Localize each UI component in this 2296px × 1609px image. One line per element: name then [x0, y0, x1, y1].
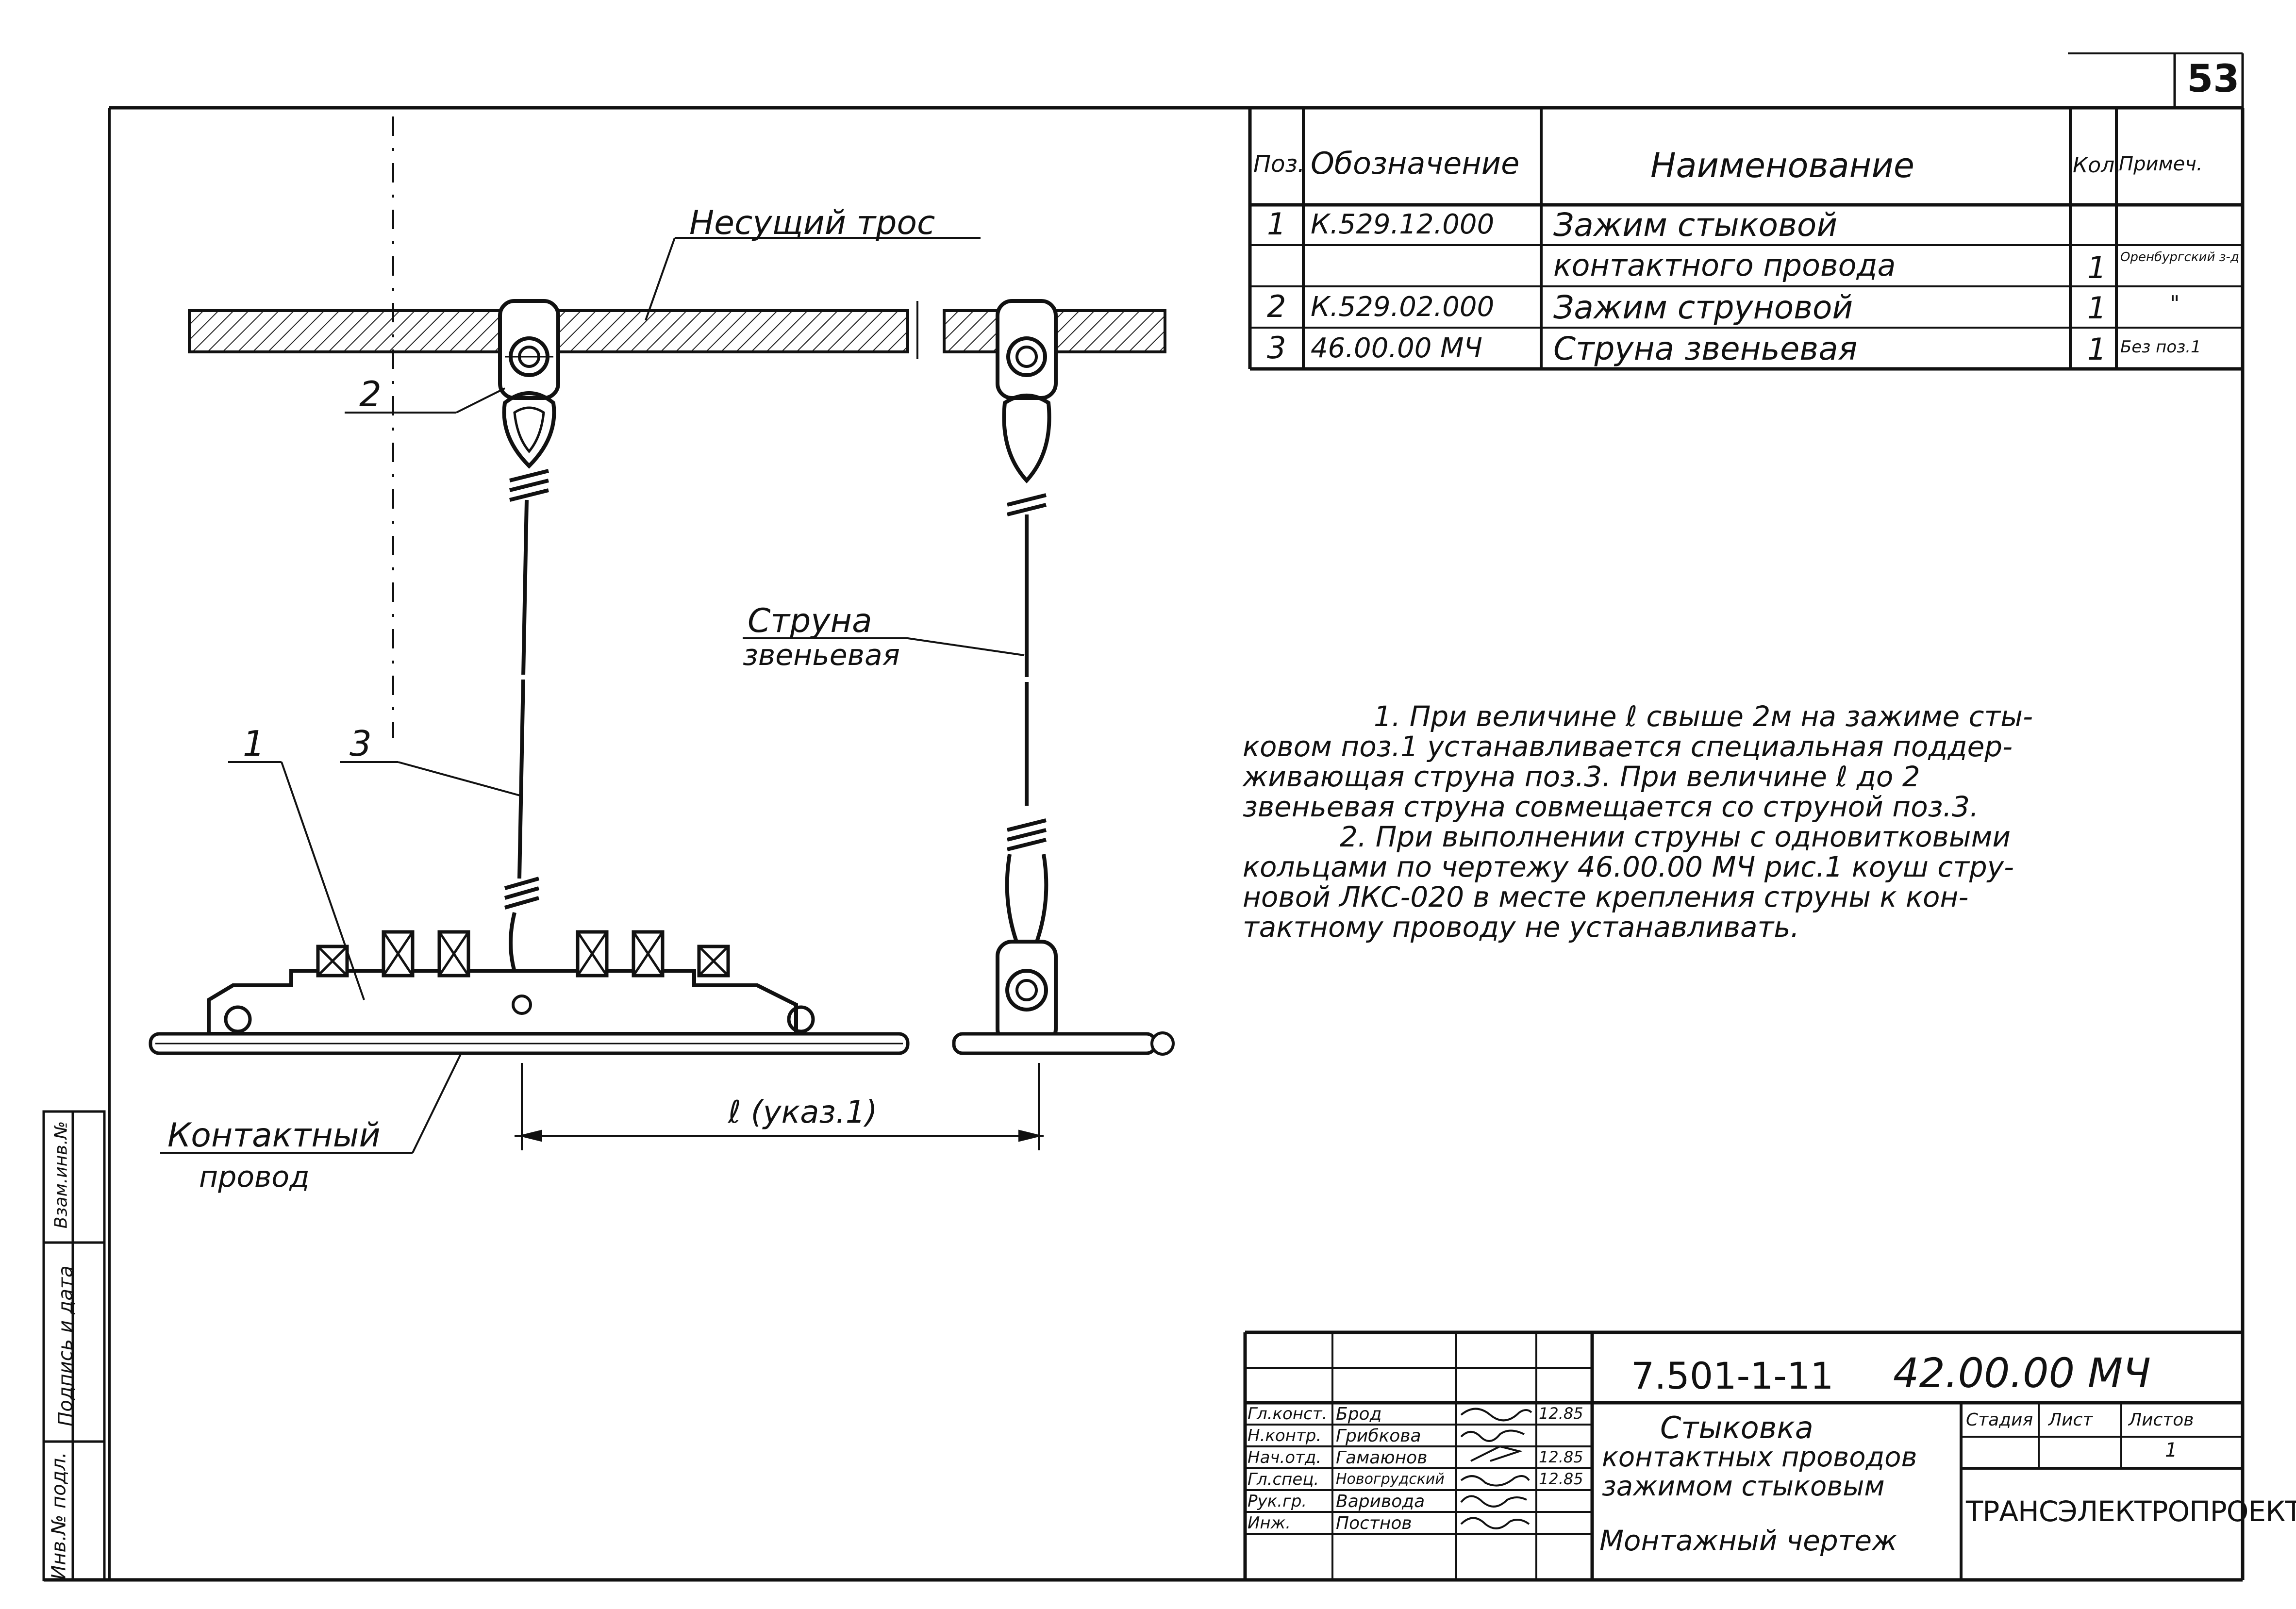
- person-role: Гл.спец.: [1248, 1470, 1319, 1489]
- doc-code: 7.501-1-11: [1631, 1354, 1834, 1397]
- spec-row2-name: контактного провода: [1553, 248, 1896, 283]
- spec-row3-note: ": [2170, 291, 2180, 316]
- label-dropper-1: Струна: [748, 602, 872, 640]
- leader-lines: [160, 237, 1025, 1154]
- spec-header-pos: Поз.: [1253, 150, 1305, 178]
- spec-header-name: Наименование: [1650, 146, 1914, 185]
- dimension-line: [515, 1063, 1044, 1150]
- sheet-number: 53: [2187, 57, 2240, 101]
- spec-header-designation: Обозначение: [1311, 146, 1520, 181]
- stage-header: Стадия: [1966, 1410, 2033, 1430]
- side-stamp-frame: [42, 1110, 106, 1581]
- drawing-code: 42.00.00 МЧ: [1893, 1349, 2151, 1397]
- sheets-total: 1: [2165, 1439, 2178, 1461]
- person-role: Инж.: [1248, 1513, 1291, 1533]
- title-line-2: контактных проводов: [1602, 1442, 1917, 1473]
- sheet-frame: [44, 52, 2245, 1582]
- title-line-1: Стыковка: [1660, 1410, 1814, 1445]
- note-line: тактному проводу не устанавливать.: [1243, 911, 1799, 944]
- spec-row1-pos: 1: [1267, 206, 1286, 242]
- person-name: Постнов: [1336, 1513, 1412, 1533]
- sheets-header: Листов: [2129, 1410, 2194, 1430]
- label-pos2: 2: [359, 374, 382, 415]
- side-stamp-inv: Инв.№ подл.: [48, 1452, 70, 1580]
- company-name: ТРАНСЭЛЕКТРОПРОЕКТ: [1966, 1495, 2296, 1528]
- spec-row4-qty: 1: [2087, 332, 2107, 367]
- title-line-3: зажимом стыковым: [1602, 1471, 1885, 1502]
- side-stamp-signature: Подпись и дата: [54, 1265, 77, 1427]
- spec-row1-name: Зажим стыковой: [1553, 206, 1838, 244]
- label-dropper-2: звеньевая: [743, 638, 900, 672]
- person-name: Грибкова: [1336, 1426, 1421, 1446]
- spec-table-grid: [1248, 108, 2243, 371]
- note-line: новой ЛКС-020 в месте крепления струны к…: [1243, 880, 1969, 913]
- person-date: 12.85: [1539, 1470, 1583, 1488]
- spec-row4-note: Без поз.1: [2120, 337, 2201, 357]
- note-line: ковом поз.1 устанавливается специальная …: [1243, 730, 2013, 763]
- person-date: 12.85: [1539, 1448, 1583, 1466]
- notes-block: 1. При величине ℓ свыше 2м на зажиме сты…: [1243, 701, 2213, 942]
- note-line: звеньевая струна совмещается со струной …: [1243, 790, 1979, 823]
- spec-row4-designation: 46.00.00 МЧ: [1311, 332, 1482, 364]
- spec-row3-pos: 2: [1267, 289, 1286, 324]
- contact-wire-right: [952, 1032, 1157, 1055]
- spec-row3-designation: К.529.02.000: [1311, 291, 1495, 323]
- person-role: Н.контр.: [1248, 1426, 1322, 1445]
- label-pos1: 1: [243, 723, 265, 764]
- left-assembly: [149, 116, 918, 1055]
- spec-row2-note: Оренбургский з-д: [2120, 250, 2239, 265]
- note-line: 2. При выполнении струны с одновитковыми: [1340, 820, 2011, 853]
- person-name: Новогрудский: [1336, 1471, 1445, 1488]
- spec-row4-name: Струна звеньевая: [1553, 330, 1858, 367]
- person-name: Гамаюнов: [1336, 1448, 1428, 1468]
- spec-row3-name: Зажим струновой: [1553, 289, 1853, 326]
- side-stamp-replace: Взам.инв.№: [51, 1121, 71, 1229]
- note-line: 1. При величине ℓ свыше 2м на зажиме сты…: [1374, 700, 2033, 733]
- person-role: Гл.конст.: [1248, 1404, 1328, 1424]
- note-line: кольцами по чертежу 46.00.00 МЧ рис.1 ко…: [1243, 850, 2014, 883]
- sheet-header: Лист: [2048, 1410, 2093, 1430]
- person-date: 12.85: [1539, 1404, 1583, 1423]
- label-contact-wire-2: провод: [199, 1160, 310, 1194]
- spec-row2-qty: 1: [2087, 250, 2107, 285]
- title-subtitle: Монтажный чертеж: [1599, 1524, 1897, 1557]
- person-role: Нач.отд.: [1248, 1448, 1322, 1467]
- right-assembly: [943, 299, 1175, 1056]
- spec-header-qty: Кол.: [2073, 153, 2122, 178]
- spec-header-note: Примеч.: [2119, 153, 2203, 175]
- person-name: Брод: [1336, 1404, 1382, 1424]
- label-carrier-cable: Несущий трос: [689, 204, 935, 242]
- signatures: [1460, 1408, 1532, 1529]
- label-contact-wire-1: Контактный: [167, 1116, 381, 1155]
- spec-row4-pos: 3: [1267, 330, 1286, 365]
- person-name: Варивода: [1336, 1492, 1425, 1511]
- label-pos3: 3: [349, 723, 372, 764]
- title-block-grid: [1243, 1330, 2243, 1580]
- spec-row3-qty: 1: [2087, 290, 2107, 326]
- person-role: Рук.гр.: [1248, 1492, 1307, 1511]
- label-dimension: ℓ (указ.1): [728, 1095, 878, 1130]
- note-line: живающая струна поз.3. При величине ℓ до…: [1243, 760, 1920, 793]
- spec-row1-designation: К.529.12.000: [1311, 209, 1495, 240]
